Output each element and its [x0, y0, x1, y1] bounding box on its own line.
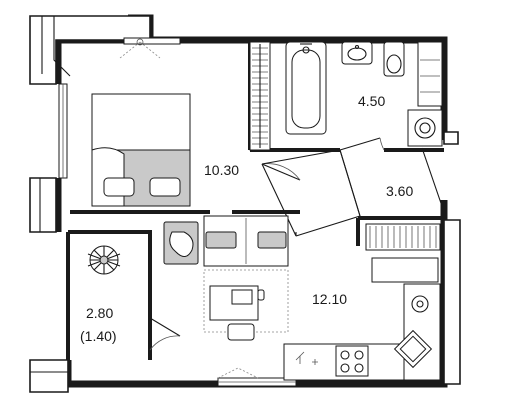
oven-knobs	[411, 295, 429, 313]
sink	[341, 41, 373, 65]
balcony-reduced-area-label: (1.40)	[80, 328, 117, 344]
balcony-area-label: 2.80	[86, 305, 113, 321]
chair	[227, 323, 255, 341]
laptop	[231, 289, 253, 305]
entry-wardrobe	[365, 223, 441, 251]
kitchen-living-area-label: 12.10	[312, 291, 347, 307]
pillow-right	[149, 177, 181, 197]
bedroom-furniture	[91, 38, 271, 207]
stove	[335, 345, 369, 377]
exterior-walls	[29, 14, 461, 393]
pillow-left	[103, 177, 135, 197]
wardrobe-hangers	[252, 44, 268, 148]
toilet	[383, 41, 405, 77]
living-furniture	[163, 215, 441, 381]
bathroom-area-label: 4.50	[358, 93, 385, 109]
balcony-plant	[87, 245, 121, 275]
hallway-area-label: 3.60	[386, 183, 413, 199]
washing-machine	[407, 109, 443, 147]
bathroom-fixtures	[285, 41, 443, 147]
kitchen-counter-side	[403, 283, 441, 381]
bath-cabinet	[417, 41, 443, 107]
bedroom-area-label: 10.30	[204, 162, 239, 178]
kitchen-sink	[393, 329, 433, 369]
windows	[58, 37, 297, 387]
hallway	[261, 149, 361, 237]
